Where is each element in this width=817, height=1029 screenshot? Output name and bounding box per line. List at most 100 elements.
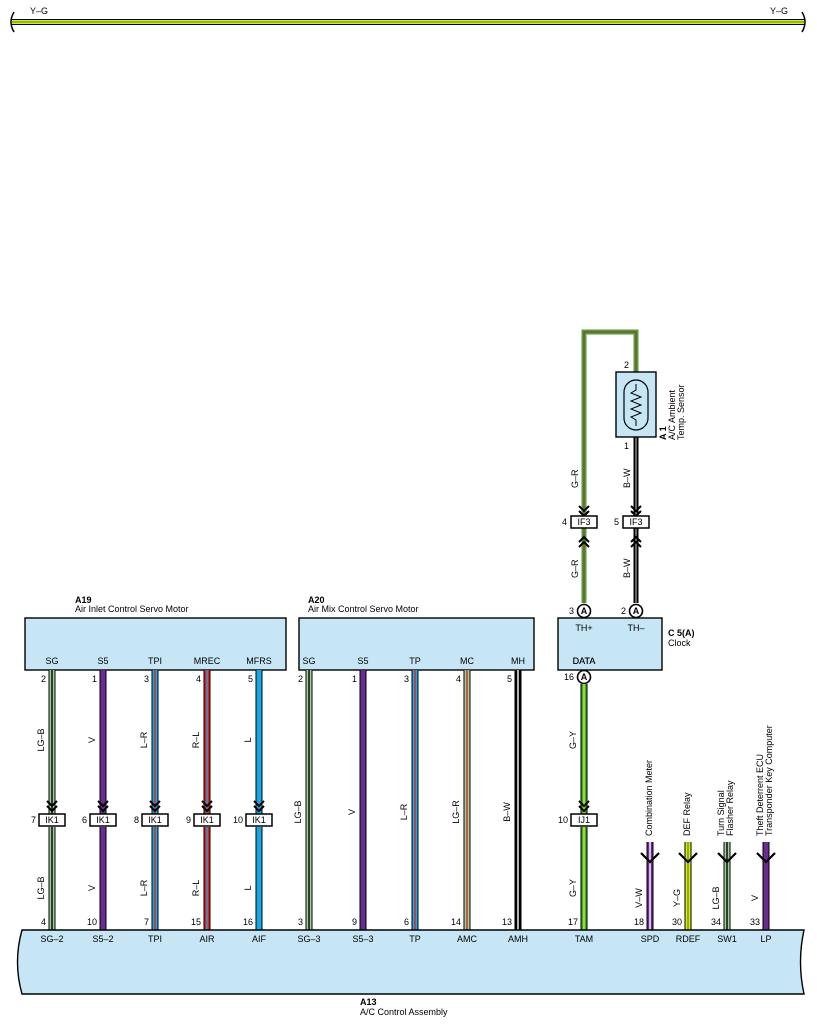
output-dest-line1-3: Turn Signal <box>716 790 726 836</box>
sensor-junction-1: IF3 <box>577 517 590 527</box>
output-2: Y–G DEF Relay 30 <box>672 792 698 930</box>
top-pin-label-11: DATA <box>573 656 596 666</box>
bottom-pin-number-7: 9 <box>352 917 357 927</box>
wire-code-upper-11: G–Y <box>568 731 578 749</box>
a19-code: A19 <box>75 595 92 605</box>
output-pin-number-4: 33 <box>750 917 760 927</box>
junction-pin-4: 9 <box>186 815 191 825</box>
output-wire-code-4: V <box>750 895 760 901</box>
component-a13: A13 A/C Control Assembly <box>16 929 805 1017</box>
output-dest-line2-3: Flasher Relay <box>725 780 735 836</box>
wire-code-7: V <box>347 809 357 815</box>
top-pin-label-7: S5 <box>357 656 368 666</box>
c5-conn-letter-data: A <box>581 672 588 682</box>
sensor-junction-pin-2: 5 <box>614 517 619 527</box>
junction-pin-2: 6 <box>82 815 87 825</box>
wires-group: SG2LG–BLG–BIK174S51VVIK1610TPI3L–RL–RIK1… <box>31 656 598 930</box>
a13-pin-label-2: S5–2 <box>92 934 113 944</box>
a1-pin-top: 2 <box>624 360 629 370</box>
a1-name-line2: Temp. Sensor <box>676 384 686 440</box>
wire-code-upper-2: V <box>87 737 97 743</box>
top-pin-label-9: MC <box>460 656 474 666</box>
top-pin-label-2: S5 <box>97 656 108 666</box>
output-arrow-icon-1 <box>640 852 660 864</box>
top-pin-number-7: 1 <box>352 674 357 684</box>
junction-pin-11: 10 <box>558 815 568 825</box>
junction-box-4 <box>193 813 221 827</box>
c5-conn-letter-2: A <box>633 606 640 616</box>
c5-box <box>557 617 663 671</box>
sensor-junction-2: IF3 <box>629 517 642 527</box>
c5-th-minus: TH– <box>627 623 644 633</box>
top-bus-right-label: Y–G <box>770 6 788 16</box>
top-pin-number-10: 5 <box>507 674 512 684</box>
top-pin-label-1: SG <box>45 656 58 666</box>
a1-pin-bottom: 1 <box>624 441 629 451</box>
output-dest-line2-4: Transponder Key Computer <box>764 725 774 836</box>
a13-pin-label-4: AIR <box>199 934 215 944</box>
a13-pin-label-5: AIF <box>252 934 267 944</box>
junction-label-11: IJ1 <box>578 815 590 825</box>
a13-pin-label-3: TPI <box>148 934 162 944</box>
a13-output-label-4: LP <box>760 934 771 944</box>
bottom-pin-number-2: 10 <box>87 917 97 927</box>
top-pin-label-8: TP <box>409 656 421 666</box>
wire-code-lower-1: LG–B <box>36 876 46 899</box>
wire-code-lower-11: G–Y <box>568 879 578 897</box>
a13-pin-label-1: SG–2 <box>40 934 63 944</box>
output-dest-2: DEF Relay <box>682 792 692 836</box>
a13-name: A/C Control Assembly <box>360 1007 448 1017</box>
junction-box-5 <box>245 813 273 827</box>
wire-code-6: LG–B <box>293 800 303 823</box>
top-pin-number-11: 16 <box>564 672 574 682</box>
top-pin-label-3: TPI <box>148 656 162 666</box>
bottom-pin-number-4: 15 <box>191 917 201 927</box>
a13-code: A13 <box>360 997 377 1007</box>
c5-conn-letter-1: A <box>581 606 588 616</box>
top-bus-left-label: Y–G <box>30 6 48 16</box>
wire-code-lower-5: L <box>243 885 253 890</box>
c5-th-plus: TH+ <box>575 623 592 633</box>
c5-pin-th-minus: 2 <box>621 606 626 616</box>
junction-box-3 <box>141 813 169 827</box>
a20-name: Air Mix Control Servo Motor <box>308 604 419 614</box>
top-pin-label-4: MREC <box>194 656 221 666</box>
bottom-pin-number-5: 16 <box>243 917 253 927</box>
a20-box <box>298 617 535 671</box>
a13-output-label-3: SW1 <box>717 934 737 944</box>
junction-pin-1: 7 <box>31 815 36 825</box>
wire-code-upper-4: R–L <box>191 732 201 749</box>
wire-code-10: B–W <box>502 802 512 822</box>
component-a19: A19 Air Inlet Control Servo Motor <box>24 595 287 671</box>
a19-name: Air Inlet Control Servo Motor <box>75 604 189 614</box>
wire-code-lower-3: L–R <box>139 879 149 896</box>
wire-code-upper-3: L–R <box>139 731 149 748</box>
c5-code: C 5(A) <box>668 628 695 638</box>
output-wire-code-2: Y–G <box>672 889 682 907</box>
top-pin-label-6: SG <box>302 656 315 666</box>
a13-pin-label-10: AMH <box>508 934 528 944</box>
sensor-circuit: 2 1 A 1 A/C Ambient Temp. Sensor G–R B–W… <box>562 329 686 619</box>
a13-pin-label-11: TAM <box>575 934 593 944</box>
wire-code-upper-5: L <box>243 737 253 742</box>
a13-pin-label-9: AMC <box>457 934 478 944</box>
sensor-wire-label-upper-1: G–R <box>570 469 580 488</box>
bottom-pin-number-1: 4 <box>41 917 46 927</box>
a13-pin-label-6: SG–3 <box>297 934 320 944</box>
output-pin-number-2: 30 <box>672 917 682 927</box>
wire-code-9: LG–R <box>451 800 461 824</box>
bottom-pin-number-3: 7 <box>144 917 149 927</box>
output-pin-number-3: 34 <box>711 917 721 927</box>
